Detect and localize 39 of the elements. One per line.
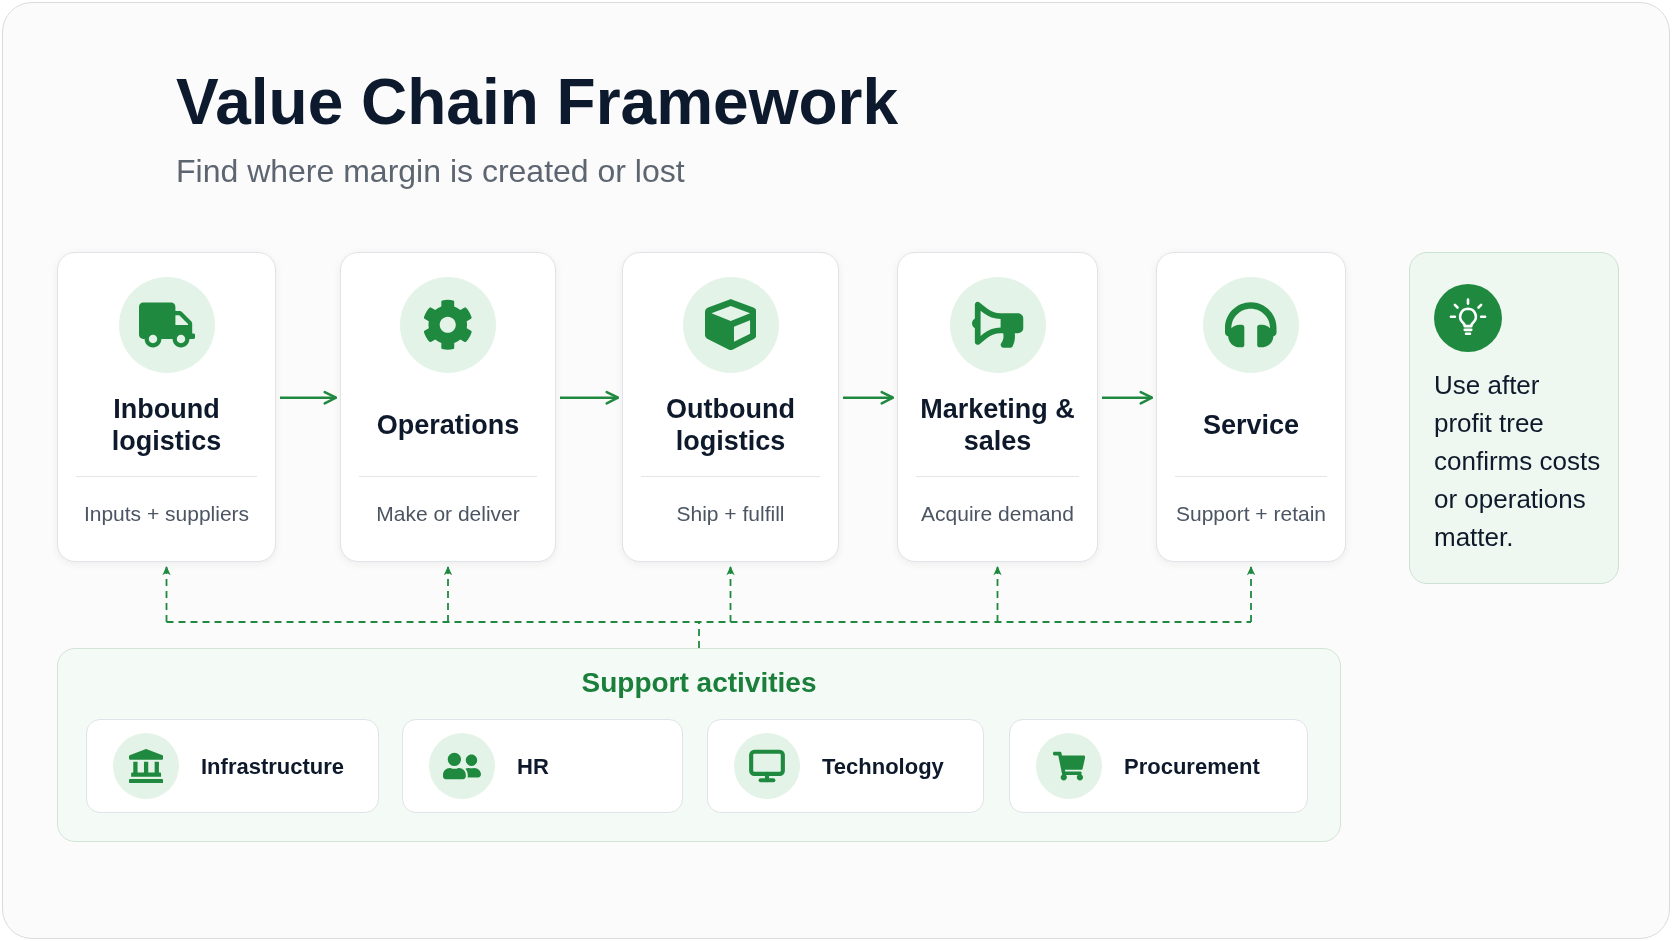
step-card <box>340 252 556 562</box>
flow-arrow <box>560 390 620 405</box>
step-description: Inputs + suppliers <box>83 501 250 528</box>
note-text: Use after profit tree confirms costs or operations matter. <box>1434 369 1602 554</box>
step-card <box>622 252 839 562</box>
step-title: Outbound logistics <box>665 392 796 457</box>
step-card <box>897 252 1098 562</box>
step-description: Acquire demand <box>921 501 1074 528</box>
step-card <box>57 252 276 562</box>
page-title: Value Chain Framework <box>176 66 899 138</box>
note-card <box>1409 252 1619 584</box>
step-description: Support + retain <box>1176 501 1326 528</box>
support-panel <box>57 648 1341 842</box>
activity-label: Procurement <box>1124 752 1260 781</box>
dashed-arrow <box>162 565 171 623</box>
step-title: Service <box>1202 408 1300 441</box>
activity-card <box>1009 719 1308 813</box>
dashed-arrow <box>1246 565 1256 623</box>
flow-arrow <box>280 390 338 405</box>
step-title: Inbound logistics <box>110 392 223 457</box>
activity-card <box>402 719 683 813</box>
step-description: Make or deliver <box>376 501 520 528</box>
panel-heading: Support activities <box>581 666 817 700</box>
step-card <box>1156 252 1346 562</box>
step-title: Operations <box>376 408 520 441</box>
flow-arrow <box>843 390 895 405</box>
subtitle-text: Find where margin is created or lost <box>176 152 685 191</box>
dashed-arrow <box>443 565 453 623</box>
activity-card <box>707 719 984 813</box>
step-title: Marketing & sales <box>919 392 1076 457</box>
dashed-arrow <box>726 565 735 623</box>
dashed-arrow <box>993 565 1002 623</box>
activity-card <box>86 719 379 813</box>
flow-arrow <box>1102 390 1154 405</box>
activity-label: Infrastructure <box>201 752 345 781</box>
step-description: Ship + fulfill <box>676 501 785 528</box>
activity-label: HR <box>517 752 549 781</box>
activity-label: Technology <box>822 752 944 781</box>
dashed-line <box>165 621 1252 649</box>
